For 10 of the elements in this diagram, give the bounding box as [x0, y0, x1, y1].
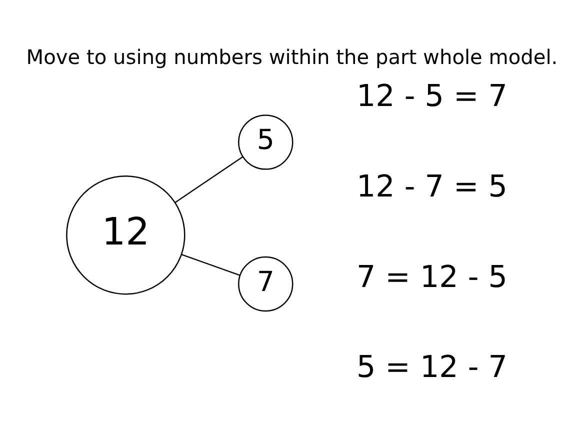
- diagram-title: Move to using numbers within the part whole model.: [26, 45, 558, 70]
- connector: [174, 156, 244, 204]
- label: 5 = 12 - 7: [356, 350, 508, 386]
- label: 12 - 5 = 7: [356, 79, 508, 114]
- label: 7 = 12 - 5: [356, 260, 508, 295]
- node-circle: 12: [66, 175, 186, 295]
- label: 12 - 7 = 5: [356, 169, 508, 204]
- connector: [181, 254, 240, 276]
- node-circle: 5: [238, 114, 294, 170]
- node-circle: 7: [238, 256, 294, 312]
